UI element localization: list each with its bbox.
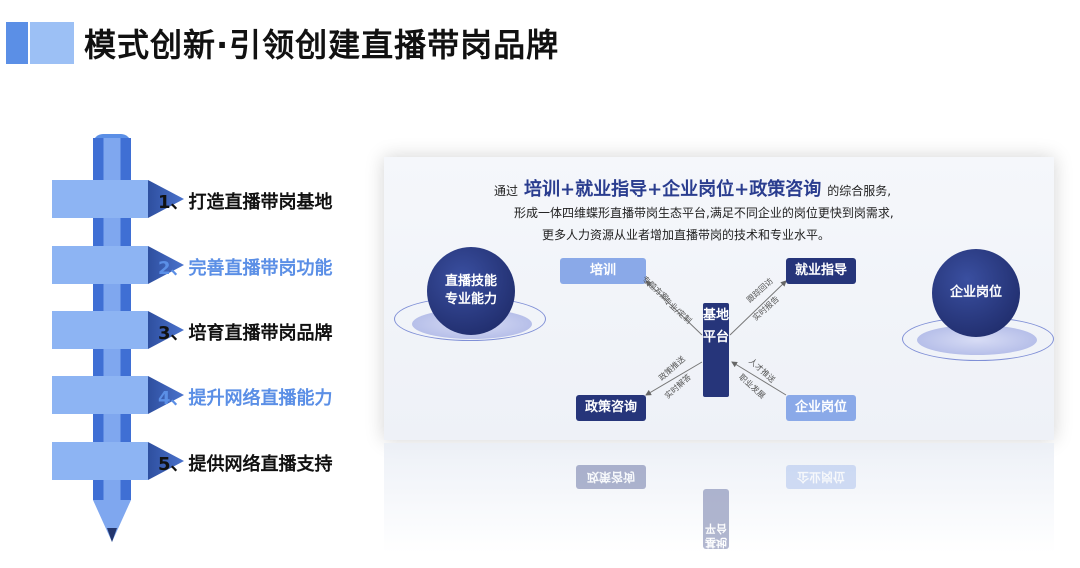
reflection-center: 基地平台: [703, 489, 729, 549]
intro-line-2: 形成一体四维蝶形直播带岗生态平台,满足不同企业的岗位更快到岗需求,: [514, 206, 894, 220]
step-5-label: 5、提供网络直播支持: [158, 454, 333, 475]
node-employment-guidance: 就业指导: [786, 258, 856, 284]
reflection-policy: 政策咨询: [576, 465, 646, 489]
intro-highlight: 培训+就业指导+企业岗位+政策咨询: [524, 179, 822, 200]
ecosystem-diagram-panel: 通过培训+就业指导+企业岗位+政策咨询的综合服务, 形成一体四维蝶形直播带岗生态…: [384, 157, 1054, 440]
step-1-label: 1、打造直播带岗基地: [158, 192, 333, 213]
header-accent-bar-light: [30, 22, 74, 64]
step-3-label: 3、培育直播带岗品牌: [158, 323, 333, 344]
diagram-connectors: [645, 280, 787, 396]
right-orb-enterprise: 企业岗位: [932, 249, 1020, 337]
left-orb-skills: 直播技能 专业能力: [427, 247, 515, 335]
node-training: 培训: [560, 258, 646, 284]
step-band-3: [52, 311, 148, 349]
step-band-5: [52, 442, 148, 480]
pencil-lead: [107, 528, 117, 542]
node-base-platform: 基地平台: [703, 303, 729, 397]
step-4-label: 4、提升网络直播能力: [158, 388, 333, 409]
intro-line-3: 更多人力资源从业者增加直播带岗的技术和专业水平。: [542, 228, 831, 242]
step-band-2: [52, 246, 148, 284]
intro-suffix: 的综合服务,: [827, 184, 892, 198]
header-accent-bar-dark: [6, 22, 28, 64]
page-title: 模式创新·引领创建直播带岗品牌: [84, 26, 560, 64]
intro-line-1: 通过培训+就业指导+企业岗位+政策咨询的综合服务,: [494, 175, 891, 201]
step-2-label: 2、完善直播带岗功能: [158, 258, 333, 279]
node-policy-consulting: 政策咨询: [576, 395, 646, 421]
intro-prefix: 通过: [494, 184, 519, 198]
reflection-enterprise: 企业岗位: [786, 465, 856, 489]
step-band-1: [52, 180, 148, 218]
node-enterprise-jobs: 企业岗位: [786, 395, 856, 421]
panel-reflection: 政策咨询 企业岗位 基地平台: [384, 443, 1054, 553]
step-band-4: [52, 376, 148, 414]
